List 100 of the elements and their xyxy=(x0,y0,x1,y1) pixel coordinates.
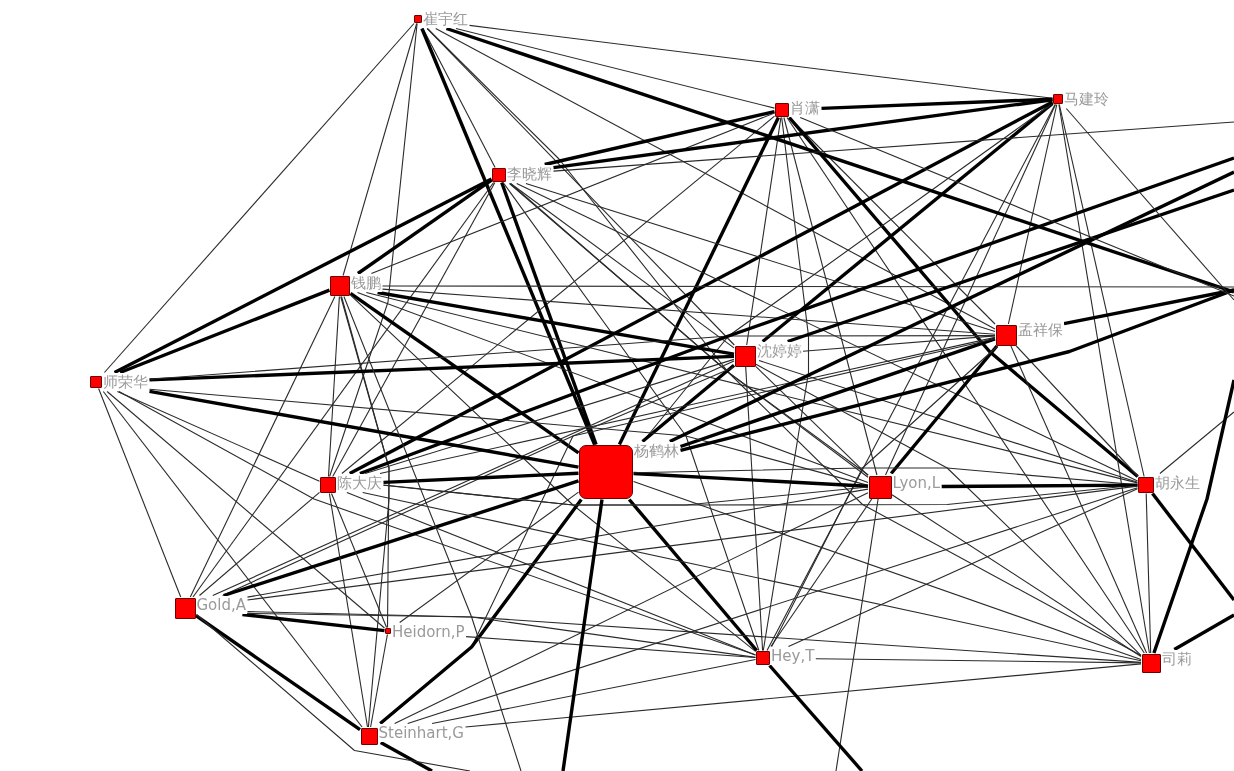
connector-line xyxy=(399,491,580,624)
connector-line xyxy=(502,181,760,652)
connector-line xyxy=(222,338,996,597)
connector-line xyxy=(407,487,1139,725)
connector-line xyxy=(365,291,1139,484)
connector-line xyxy=(342,22,418,277)
connector-line xyxy=(370,633,388,728)
connector-line xyxy=(786,116,1145,654)
connector-line xyxy=(330,492,388,629)
node-label: Lyon,L xyxy=(891,474,942,492)
connector-line xyxy=(329,22,418,478)
connector-line xyxy=(195,614,361,732)
connector-line xyxy=(679,337,996,449)
node-label: 沈婷婷 xyxy=(755,342,803,360)
connector-line xyxy=(189,295,336,598)
connector-line xyxy=(1063,288,1234,326)
connector-line xyxy=(379,741,433,771)
connector-line xyxy=(98,387,182,598)
connector-line xyxy=(768,664,864,771)
connector-line xyxy=(746,116,782,346)
node-label: Steinhart,G xyxy=(377,724,465,742)
connector-line xyxy=(116,390,321,482)
node-label: 杨鹤林 xyxy=(633,442,680,460)
connector-line xyxy=(356,291,869,484)
connector-line xyxy=(553,98,1053,170)
node-label: Hey,T xyxy=(770,647,816,665)
connector-line xyxy=(941,483,1138,489)
connector-line xyxy=(632,481,1142,661)
connector-line xyxy=(788,116,1139,478)
connector-line xyxy=(516,182,1139,482)
node-label: 孟祥保 xyxy=(1016,321,1064,339)
connector-line xyxy=(340,295,390,728)
connector-line xyxy=(1010,345,1148,654)
node-label: 肖潇 xyxy=(789,99,821,117)
connector-line xyxy=(328,492,369,728)
connector-line xyxy=(500,181,598,446)
connector-line xyxy=(1145,492,1152,654)
connector-line xyxy=(340,295,390,629)
connector-line xyxy=(761,102,1054,343)
connector-line xyxy=(891,494,1142,658)
connector-line xyxy=(359,156,1234,476)
connector-line xyxy=(192,181,495,598)
node-label: 胡永生 xyxy=(1154,474,1201,492)
connector-line xyxy=(356,178,493,275)
connector-line xyxy=(420,27,597,446)
connector-line xyxy=(762,116,810,652)
connector-line xyxy=(148,388,869,486)
connector-line xyxy=(561,499,604,771)
connector-line xyxy=(341,115,776,475)
connector-line xyxy=(246,485,1139,601)
connector-line xyxy=(103,22,415,374)
connector-line xyxy=(525,182,996,333)
connector-line xyxy=(544,110,775,167)
connector-line xyxy=(149,389,579,469)
connector-line xyxy=(633,471,869,488)
connector-line xyxy=(362,491,1142,662)
connector-line xyxy=(510,182,735,349)
node-label: 崔宇红 xyxy=(422,10,469,28)
connector-line xyxy=(1159,411,1234,475)
connector-line xyxy=(343,295,522,771)
connector-line xyxy=(381,288,996,335)
connector-line xyxy=(464,663,1142,728)
connector-line xyxy=(632,467,1139,486)
connector-line xyxy=(370,112,776,275)
connector-line xyxy=(102,390,363,728)
connector-line xyxy=(755,366,869,476)
connector-line xyxy=(1015,345,1139,478)
connector-line xyxy=(1152,379,1234,654)
connector-line xyxy=(394,492,869,725)
connector-line xyxy=(783,116,878,476)
connector-line xyxy=(745,366,764,652)
connector-line xyxy=(377,290,735,356)
connector-line xyxy=(770,498,873,648)
connector-line xyxy=(1065,107,1234,301)
connector-line xyxy=(349,294,757,652)
node-label: Gold,A xyxy=(195,596,248,614)
connector-line xyxy=(379,336,996,475)
connector-line xyxy=(1151,492,1234,602)
connector-line xyxy=(787,488,1139,648)
connector-line xyxy=(1007,103,1058,325)
connector-line xyxy=(426,27,869,476)
connector-line xyxy=(889,344,999,475)
connector-line xyxy=(835,498,879,771)
connector-line xyxy=(508,182,869,478)
connector-line xyxy=(327,295,340,478)
connector-line xyxy=(884,103,1057,476)
connector-line xyxy=(799,116,1234,297)
node-label: 师荣华 xyxy=(102,373,149,391)
connector-line xyxy=(113,177,493,374)
connector-line xyxy=(106,390,386,629)
node-label: Heidorn,P xyxy=(391,623,466,641)
connector-line xyxy=(627,498,758,652)
connector-line xyxy=(149,354,735,382)
connector-line xyxy=(617,116,780,446)
connector-line xyxy=(445,26,1234,294)
connector-line xyxy=(379,498,583,725)
connector-line xyxy=(431,658,757,725)
connector-line xyxy=(1173,613,1234,651)
connector-line xyxy=(148,335,996,380)
connector-line xyxy=(552,121,1234,172)
